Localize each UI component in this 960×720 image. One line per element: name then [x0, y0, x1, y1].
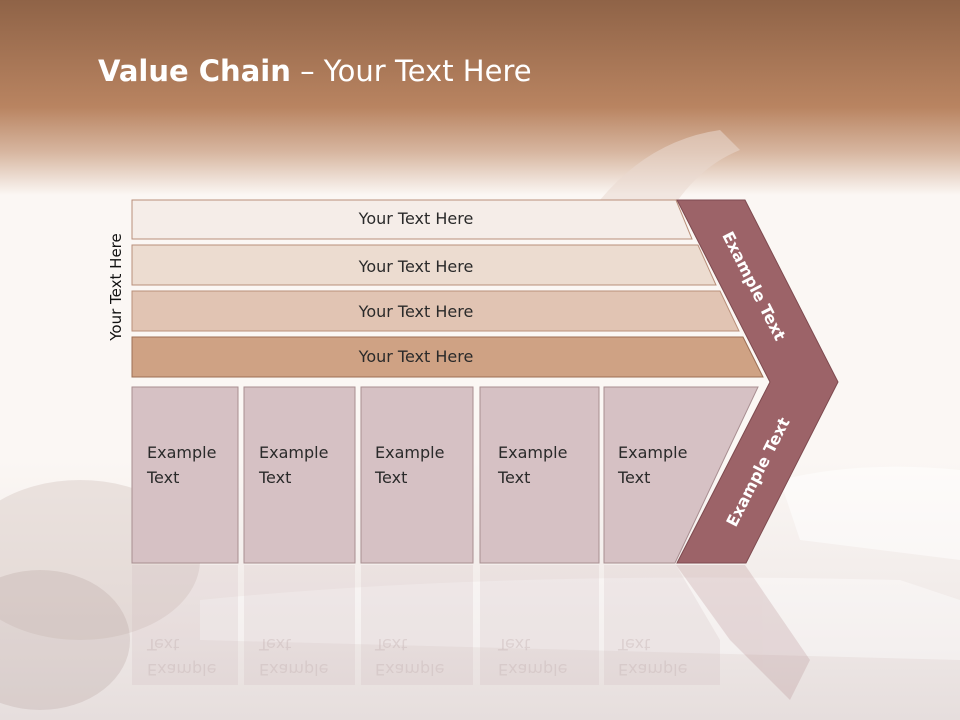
column-label-2-line1: Example — [259, 443, 329, 462]
row-bar-2 — [131, 244, 717, 286]
reflection-label-2: Example Text — [259, 632, 351, 682]
column-label-3-line1: Example — [375, 443, 445, 462]
row-label-1: Your Text Here — [358, 209, 474, 228]
reflection-label-2-line2: Text — [259, 635, 292, 654]
column-label-5-line2: Text — [618, 468, 651, 487]
column-label-1-line2: Text — [147, 468, 180, 487]
reflection-label-4: Example Text — [498, 632, 590, 682]
row-bar-4 — [131, 336, 764, 378]
reflection-label-5: Example Text — [618, 632, 710, 682]
reflection — [132, 565, 810, 700]
title-rest: – Your Text Here — [290, 54, 532, 88]
column-box-2 — [243, 386, 356, 564]
reflection-label-3: Example Text — [375, 632, 467, 682]
slide-title: Value Chain – Your Text Here — [98, 54, 532, 88]
column-box-1 — [131, 386, 239, 564]
row-label-4: Your Text Here — [358, 347, 474, 366]
row-label-2: Your Text Here — [358, 257, 474, 276]
column-box-4 — [479, 386, 600, 564]
reflection-label-1-line1: Example — [147, 660, 217, 679]
column-label-5-line1: Example — [618, 443, 688, 462]
column-label-1-line1: Example — [147, 443, 217, 462]
title-bold: Value Chain — [98, 54, 291, 88]
reflection-label-5-line1: Example — [618, 660, 688, 679]
column-label-4-line1: Example — [498, 443, 568, 462]
column-box-5 — [603, 386, 759, 564]
column-label-3-line2: Text — [375, 468, 408, 487]
reflection-label-3-line2: Text — [375, 635, 408, 654]
reflection-label-5-line2: Text — [618, 635, 651, 654]
margin-chevron — [676, 199, 839, 564]
row-bar-3 — [131, 290, 740, 332]
column-box-3 — [360, 386, 474, 564]
column-label-4-line2: Text — [498, 468, 531, 487]
reflection-label-2-line1: Example — [259, 660, 329, 679]
reflection-label-1-line2: Text — [147, 635, 180, 654]
row-bar-1 — [131, 199, 693, 240]
row-label-3: Your Text Here — [358, 302, 474, 321]
reflection-label-3-line1: Example — [375, 660, 445, 679]
reflection-label-4-line2: Text — [498, 635, 531, 654]
column-label-2-line2: Text — [259, 468, 292, 487]
reflection-label-4-line1: Example — [498, 660, 568, 679]
reflection-label-1: Example Text — [147, 632, 239, 682]
